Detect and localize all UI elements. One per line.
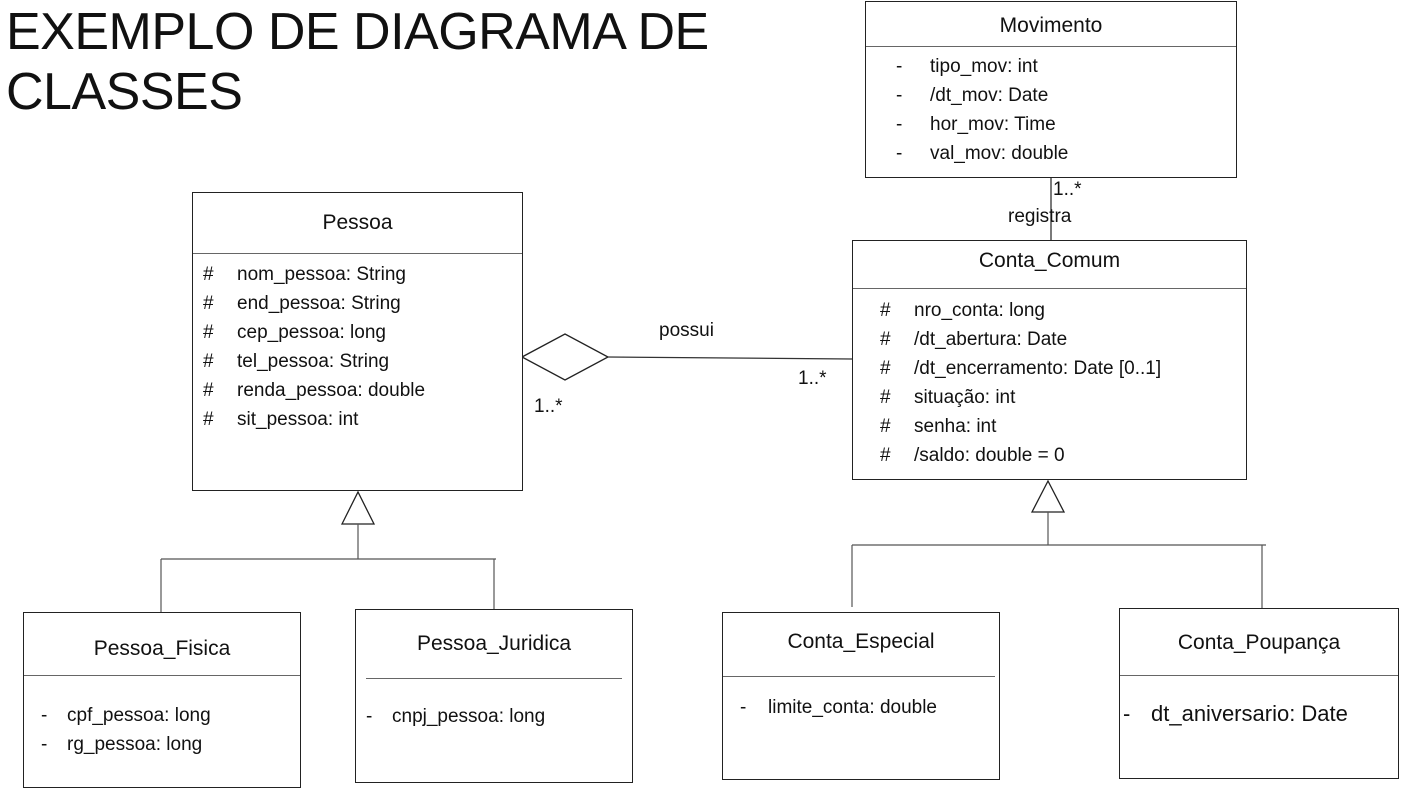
attribute-list: -cnpj_pessoa: long: [366, 702, 545, 731]
class-name: Conta_Comum: [978, 249, 1121, 272]
attribute: -limite_conta: double: [740, 697, 937, 718]
attribute: #renda_pessoa: double: [203, 380, 426, 401]
class-name: Conta_Especial: [787, 630, 935, 653]
attribute: #/dt_abertura: Date: [880, 329, 1068, 350]
class-movimento: Movimento -tipo_mov: int -/dt_mov: Date …: [865, 1, 1237, 178]
attribute: #sit_pessoa: int: [203, 409, 359, 430]
attribute: -cpf_pessoa: long: [41, 705, 211, 726]
class-separator: [24, 675, 300, 676]
attribute: #nom_pessoa: String: [203, 264, 406, 285]
attribute: #/dt_encerramento: Date [0..1]: [880, 358, 1162, 379]
class-name: Pessoa: [322, 211, 393, 234]
multiplicity-pessoa: 1..*: [534, 396, 563, 417]
attribute: -hor_mov: Time: [896, 114, 1056, 135]
class-separator: [866, 46, 1236, 47]
attribute-list: -dt_aniversario: Date: [1123, 699, 1348, 728]
association-label-possui: possui: [659, 320, 714, 341]
diagram-title-line-1: EXEMPLO DE DIAGRAMA DE: [6, 3, 709, 61]
attribute: -rg_pessoa: long: [41, 734, 203, 755]
class-pessoa-juridica: Pessoa_Juridica -cnpj_pessoa: long: [355, 609, 633, 783]
class-pessoa: Pessoa #nom_pessoa: String #end_pessoa: …: [192, 192, 523, 491]
multiplicity-conta: 1..*: [798, 368, 827, 389]
attribute: -val_mov: double: [896, 143, 1069, 164]
class-conta-especial: Conta_Especial -limite_conta: double: [722, 612, 1000, 780]
attribute: #senha: int: [880, 416, 997, 437]
class-name: Pessoa_Fisica: [93, 637, 231, 660]
attribute: #cep_pessoa: long: [203, 322, 386, 343]
attribute: -tipo_mov: int: [896, 56, 1038, 77]
diagram-title-line-2: CLASSES: [6, 63, 243, 121]
attribute: #situação: int: [880, 387, 1016, 408]
class-separator: [1120, 675, 1398, 676]
class-name: Pessoa_Juridica: [416, 632, 572, 655]
conta-generalization-arrow: [1030, 479, 1066, 513]
class-separator: [853, 288, 1246, 289]
class-separator: [366, 678, 622, 679]
attribute: -cnpj_pessoa: long: [366, 706, 546, 727]
attribute: #/saldo: double = 0: [880, 445, 1065, 466]
attribute-list: #nom_pessoa: String #end_pessoa: String …: [203, 260, 425, 434]
diagram-title: EXEMPLO DE DIAGRAMA DE CLASSES: [6, 2, 709, 122]
class-conta-comum: Conta_Comum #nro_conta: long #/dt_abertu…: [852, 240, 1247, 480]
attribute-list: -cpf_pessoa: long -rg_pessoa: long: [41, 701, 211, 759]
attribute-list: -tipo_mov: int -/dt_mov: Date -hor_mov: …: [896, 52, 1068, 168]
attribute: #nro_conta: long: [880, 300, 1045, 321]
attribute: #end_pessoa: String: [203, 293, 401, 314]
class-pessoa-fisica: Pessoa_Fisica -cpf_pessoa: long -rg_pess…: [23, 612, 301, 788]
attribute-list: -limite_conta: double: [740, 693, 937, 722]
multiplicity-movimento: 1..*: [1053, 179, 1082, 200]
class-name: Conta_Poupança: [1177, 631, 1341, 654]
aggregation-diamond: [520, 333, 610, 381]
pessoa-generalization-arrow: [340, 490, 376, 525]
class-name: Movimento: [999, 14, 1103, 37]
class-separator: [723, 676, 995, 677]
possui-association-line: [607, 356, 853, 360]
class-separator: [193, 253, 522, 254]
attribute-list: #nro_conta: long #/dt_abertura: Date #/d…: [880, 296, 1161, 470]
attribute: -dt_aniversario: Date: [1123, 701, 1348, 726]
attribute: -/dt_mov: Date: [896, 85, 1049, 106]
association-label-registra: registra: [1008, 206, 1072, 227]
attribute: #tel_pessoa: String: [203, 351, 390, 372]
class-conta-poupanca: Conta_Poupança -dt_aniversario: Date: [1119, 608, 1399, 779]
